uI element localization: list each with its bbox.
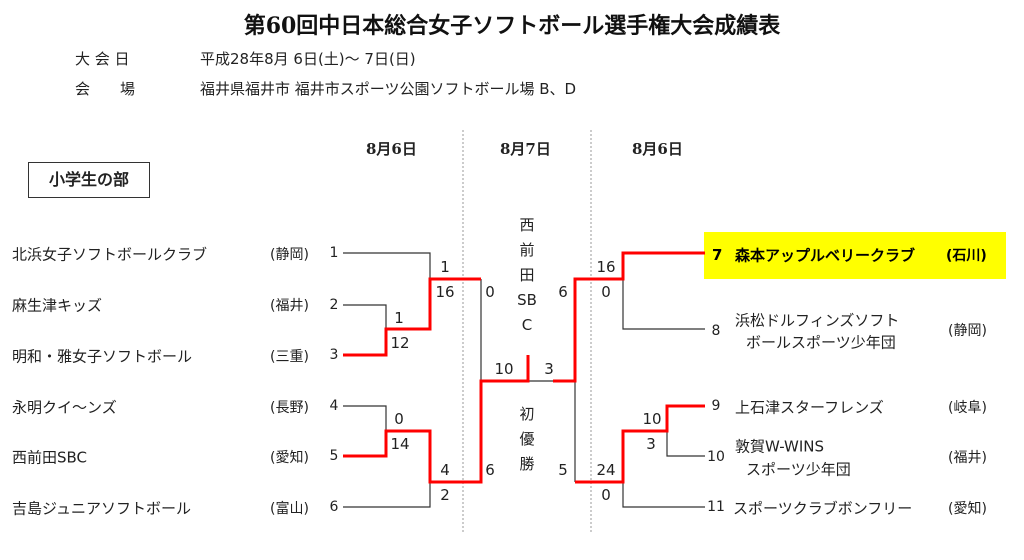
team-name-line2: スポーツ少年団 <box>746 460 851 479</box>
team-name: 永明クイ～ンズ <box>12 398 117 417</box>
bracket-line <box>622 279 705 330</box>
score: 1 <box>440 258 450 276</box>
team-seed: 10 <box>707 449 725 465</box>
team-seed: 8 <box>711 323 721 339</box>
score: 6 <box>485 461 495 479</box>
champion-highlight <box>704 232 1006 279</box>
team-seed: 1 <box>329 245 339 261</box>
date-label: 大 会 日 <box>75 50 130 68</box>
date-value: 平成28年8月 6日(土)～ 7日(日) <box>200 50 416 68</box>
team-name: 西前田SBC <box>12 448 88 467</box>
bracket-line <box>343 252 431 279</box>
champion-label: 初優勝 <box>519 405 535 473</box>
team-name: 明和・雅女子ソフトボール <box>12 347 193 366</box>
winner-line <box>343 355 530 484</box>
score: 1 <box>394 309 404 327</box>
team-name: 北浜女子ソフトボールクラブ <box>12 245 208 264</box>
day-header-2: 8月7日 <box>500 140 551 158</box>
team-prefecture: (愛知) <box>270 450 309 466</box>
team-prefecture: (静岡) <box>948 323 987 339</box>
champion-name: 西前田SBC <box>517 216 537 334</box>
score: 10 <box>642 410 662 428</box>
team-name: 麻生津キッズ <box>12 296 103 315</box>
team-prefecture: (岐阜) <box>948 400 987 416</box>
division-label: 小学生の部 <box>28 162 150 198</box>
bracket-line <box>622 482 705 508</box>
team-name: スポーツクラブボンフリー <box>733 499 913 518</box>
team-prefecture: (福井) <box>270 298 309 314</box>
score: 16 <box>596 258 616 276</box>
winner-line <box>575 404 705 484</box>
team-seed: 9 <box>711 398 721 414</box>
score: 0 <box>601 486 611 504</box>
team-prefecture: (長野) <box>270 400 309 416</box>
team-name: 浜松ドルフィンズソフト <box>735 311 900 330</box>
score: 0 <box>601 283 611 301</box>
score: 24 <box>596 461 616 479</box>
team-seed: 5 <box>329 448 339 464</box>
score: 6 <box>558 283 568 301</box>
score: 3 <box>646 435 656 453</box>
day-header-3: 8月6日 <box>632 140 683 158</box>
score: 2 <box>440 486 450 504</box>
score: 0 <box>485 283 495 301</box>
team-prefecture: (三重) <box>270 349 309 365</box>
winner-line <box>343 277 481 357</box>
team-prefecture: (静岡) <box>270 247 309 263</box>
team-name-line2: ボールスポーツ少年団 <box>746 333 896 352</box>
team-name: 吉島ジュニアソフトボール <box>12 499 191 518</box>
bracket-line <box>343 304 387 329</box>
team-prefecture: (富山) <box>270 501 309 517</box>
bracket-line <box>343 482 431 508</box>
score: 12 <box>390 334 410 352</box>
score: 16 <box>435 283 455 301</box>
score: 0 <box>394 410 404 428</box>
winner-line <box>553 251 705 383</box>
team-prefecture: (石川) <box>946 248 987 264</box>
team-name: 上石津スターフレンズ <box>735 398 884 417</box>
score: 4 <box>440 461 450 479</box>
team-seed: 2 <box>329 297 339 313</box>
score: 5 <box>558 461 568 479</box>
venue-label: 会 場 <box>75 80 136 98</box>
team-seed: 6 <box>329 499 339 515</box>
bracket-line <box>666 406 705 457</box>
team-seed: 7 <box>712 246 723 264</box>
team-prefecture: (福井) <box>948 450 987 466</box>
page-title: 第60回中日本総合女子ソフトボール選手権大会成績表 <box>243 13 781 39</box>
team-seed: 3 <box>329 347 339 363</box>
day-header-1: 8月6日 <box>366 140 417 158</box>
score: 3 <box>544 360 554 378</box>
team-name: 敦賀W-WINS <box>735 437 825 456</box>
bracket-line <box>343 405 387 431</box>
team-prefecture: (愛知) <box>948 501 987 517</box>
score: 10 <box>494 360 514 378</box>
score: 14 <box>390 435 410 453</box>
team-seed: 11 <box>707 499 725 515</box>
team-name-champion: 森本アップルベリークラブ <box>735 246 916 265</box>
team-seed: 4 <box>329 398 339 414</box>
venue-value: 福井県福井市 福井市スポーツ公園ソフトボール場 B、D <box>200 80 577 98</box>
